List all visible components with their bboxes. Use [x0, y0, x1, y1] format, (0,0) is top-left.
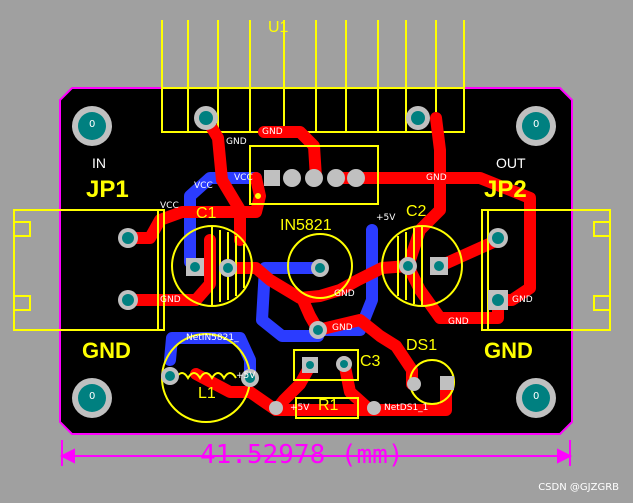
mount-hole-label: 0: [89, 391, 96, 402]
out-label: OUT: [496, 155, 526, 171]
net-gnd-label: GND: [512, 295, 533, 305]
c2-label: C2: [406, 203, 427, 220]
r1-label: R1: [318, 397, 339, 414]
net-gnd-label: GND: [448, 317, 469, 327]
net-gnd-label: GND: [226, 137, 247, 147]
jp2-label: JP2: [484, 176, 527, 203]
gnd-right-label: GND: [484, 338, 533, 363]
mount-hole-label: 0: [533, 391, 540, 402]
net-5v-label: +5V: [236, 371, 256, 381]
mount-hole-label: 0: [89, 119, 96, 130]
ds1-label: DS1: [406, 337, 438, 354]
net-gnd-label: GND: [426, 173, 447, 183]
u1-label: U1: [268, 19, 289, 36]
net-gnd-label: GND: [160, 295, 181, 305]
net-gnd-label: GND: [334, 289, 355, 299]
c3-label: C3: [360, 353, 381, 370]
net-5v-label: +5V: [376, 213, 396, 223]
bottom-copper-traces: [164, 172, 378, 378]
net-vcc-label: VCC: [194, 181, 213, 191]
watermark: CSDN @GJZGRB: [538, 482, 619, 493]
dimension-line: [59, 440, 573, 466]
net-gnd-label: GND: [262, 127, 283, 137]
net-in5821-label: NetIN5821_: [186, 333, 239, 343]
component-pads: [118, 106, 508, 415]
mount-hole-label: 0: [533, 119, 540, 130]
board-width-dimension: 41.52978 (mm): [200, 440, 404, 470]
gnd-left-label: GND: [82, 338, 131, 363]
net-ds1-label: NetDS1_1: [384, 403, 429, 413]
in-label: IN: [92, 155, 106, 171]
l1-label: L1: [198, 385, 216, 402]
c1-label: C1: [196, 205, 217, 222]
net-vcc-label: VCC: [234, 173, 253, 183]
net-gnd-label: GND: [332, 323, 353, 333]
silkscreen-outlines: [13, 145, 611, 423]
jp1-label: JP1: [86, 176, 129, 203]
mounting-holes: [72, 106, 556, 418]
net-vcc-label: VCC: [160, 201, 179, 211]
diode-label: IN5821: [280, 217, 332, 234]
net-5v-label: +5V: [290, 403, 310, 413]
